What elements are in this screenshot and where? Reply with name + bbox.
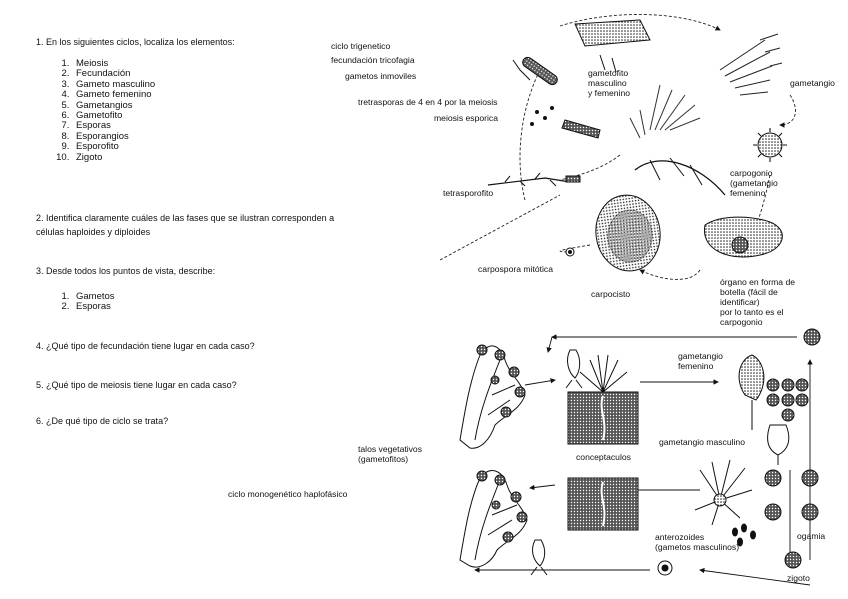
label-fecundacion-tricofagia: fecundación tricofagia [331, 55, 415, 65]
list-item: Gametangios [72, 100, 155, 111]
label-tetrasporas: tretrasporas de 4 en 4 por la meiosis [358, 97, 498, 107]
label-gametangio-masculino: gametangio masculino [659, 437, 745, 447]
list-item: Gametofito [72, 110, 155, 121]
list-item: Gameto femenino [72, 89, 155, 100]
label-ciclo-trigenetico: ciclo trigenetico [331, 41, 391, 51]
question-2-line2: células haploides y diploides [36, 227, 151, 237]
list-item: Esporofito [72, 141, 155, 152]
label-organo-botella: órgano en forma de botella (fácil de ide… [720, 277, 796, 327]
label-ogamia: ogamia [797, 531, 826, 541]
label-carpogonio: carpogonio (gametangio femenino [730, 168, 778, 198]
label-gametos-inmoviles: gametos inmoviles [345, 71, 417, 81]
label-talos-vegetativos: talos vegetativos (gametofitos) [358, 444, 423, 464]
elements-list: Meiosis Fecundación Gameto masculino Gam… [36, 58, 155, 163]
label-tetrasporofito: tetrasporofito [443, 188, 494, 198]
question-2-line1: 2. Identifica claramente cuáles de las f… [36, 213, 335, 223]
list-item: Gametos [72, 291, 115, 302]
label-ciclo-monogenetico: ciclo monogenético haplofásico [228, 489, 348, 499]
question-5: 5. ¿Qué tipo de meiosis tiene lugar en c… [36, 380, 237, 390]
list-item: Fecundación [72, 68, 155, 79]
label-gametofito: gametofito masculino y femenino [588, 68, 631, 98]
label-meiosis-esporica: meiosis esporica [434, 113, 498, 123]
label-zigoto: zigoto [787, 573, 810, 583]
upper-cycle-drawings [487, 19, 787, 272]
list-item: Esporangios [72, 131, 155, 142]
question-3: 3. Desde todos los puntos de vista, desc… [36, 266, 216, 276]
question-6: 6. ¿De qué tipo de ciclo se trata? [36, 416, 169, 426]
list-item: Esporas [72, 301, 115, 312]
lower-cycle-drawings [459, 328, 821, 576]
upper-cycle-arrows [439, 14, 796, 280]
list-item: Zigoto [72, 152, 155, 163]
label-gametangio-femenino: gametangio femenino [678, 351, 723, 371]
label-carpocisto: carpocisto [591, 289, 631, 299]
describe-list: Gametos Esporas [36, 291, 115, 313]
question-4: 4. ¿Qué tipo de fecundación tiene lugar … [36, 341, 255, 351]
lower-cycle-arrows [474, 334, 813, 586]
label-carpospora: carpospora mitótica [478, 264, 553, 274]
list-item: Gameto masculino [72, 79, 155, 90]
label-anterozoides: anterozoides (gametos masculinos) [655, 532, 740, 552]
list-item: Meiosis [72, 58, 155, 69]
label-conceptaculos: conceptaculos [576, 452, 631, 462]
label-gametangio: gametangio [790, 78, 835, 88]
question-1: 1. En los siguientes ciclos, localiza lo… [36, 37, 235, 47]
list-item: Esporas [72, 121, 155, 132]
